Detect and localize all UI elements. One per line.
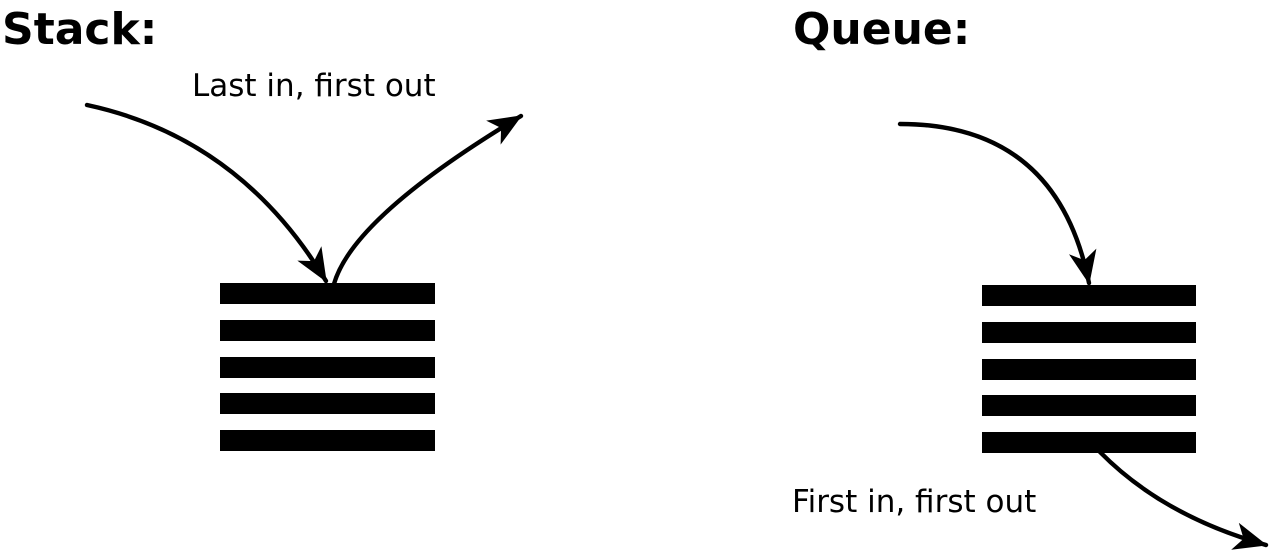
queue-item bbox=[982, 432, 1196, 453]
queue-title: Queue: bbox=[793, 4, 971, 55]
queue-dequeue-arrow-icon bbox=[1097, 449, 1269, 550]
stack-push-arrow-icon bbox=[84, 102, 329, 284]
stack-item bbox=[220, 283, 435, 304]
queue-enqueue-arrow-icon bbox=[897, 121, 1097, 286]
stack-pop-arrow-icon bbox=[331, 113, 524, 287]
stack-title: Stack: bbox=[2, 4, 158, 55]
queue-item bbox=[982, 321, 1196, 343]
queue-item bbox=[982, 358, 1196, 380]
queue-caption: First in, first out bbox=[792, 484, 1037, 520]
stack-item bbox=[220, 356, 435, 378]
queue-items bbox=[982, 285, 1196, 453]
queue-item bbox=[982, 285, 1196, 306]
queue-item bbox=[982, 395, 1196, 417]
stack-item bbox=[220, 319, 435, 341]
stack-item bbox=[220, 393, 435, 415]
stack-item bbox=[220, 430, 435, 451]
stack-caption: Last in, first out bbox=[192, 68, 436, 104]
stack-items bbox=[220, 283, 435, 451]
